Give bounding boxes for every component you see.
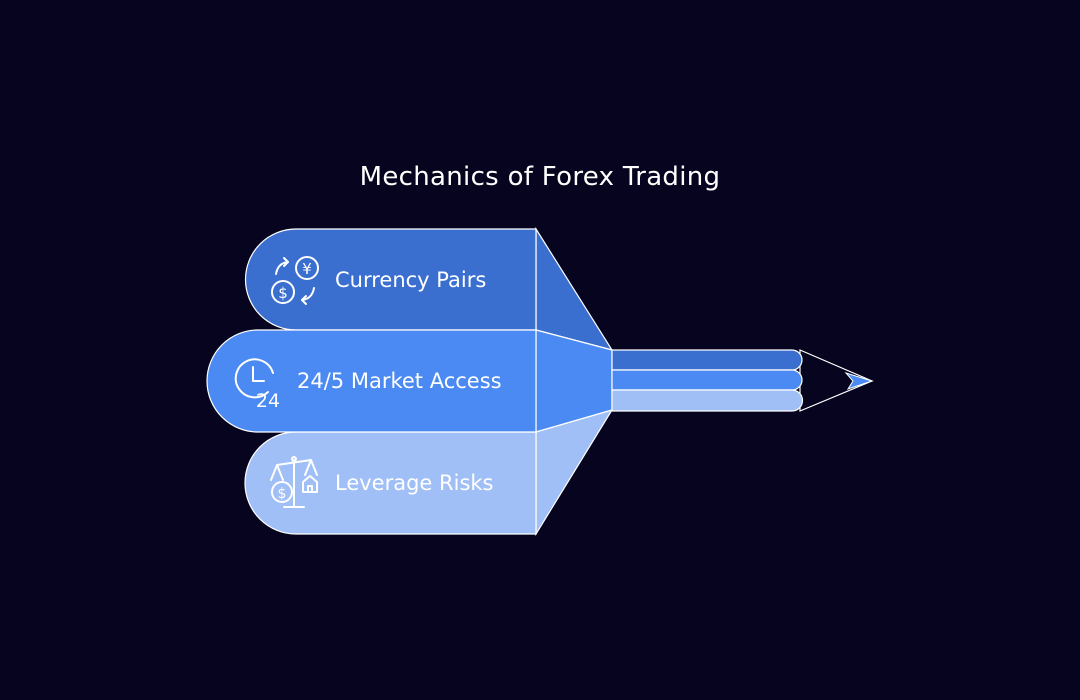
item-label-leverage-risks: Leverage Risks bbox=[335, 471, 494, 495]
pencil-stripe-bottom bbox=[611, 389, 804, 412]
band-market-access bbox=[206, 329, 537, 433]
svg-text:$: $ bbox=[278, 486, 287, 502]
band-leverage-risks bbox=[244, 431, 537, 535]
pencil-stripe-top bbox=[611, 349, 803, 371]
svg-text:24: 24 bbox=[256, 390, 280, 412]
item-label-market-access: 24/5 Market Access bbox=[297, 369, 502, 393]
band-currency-pairs bbox=[244, 228, 537, 331]
funnel-bottom bbox=[535, 408, 614, 537]
funnel-top bbox=[535, 226, 614, 351]
balance-scale-icon: $ bbox=[270, 456, 318, 508]
currency-exchange-icon: ¥ $ bbox=[271, 256, 319, 305]
pencil-lead bbox=[844, 372, 874, 390]
clock-24-icon: 24 bbox=[234, 358, 280, 412]
svg-text:¥: ¥ bbox=[302, 260, 312, 278]
pencil-stripe-middle bbox=[611, 369, 803, 391]
diagram-title: Mechanics of Forex Trading bbox=[359, 162, 721, 192]
svg-text:$: $ bbox=[278, 284, 288, 302]
item-label-currency-pairs: Currency Pairs bbox=[335, 268, 486, 292]
